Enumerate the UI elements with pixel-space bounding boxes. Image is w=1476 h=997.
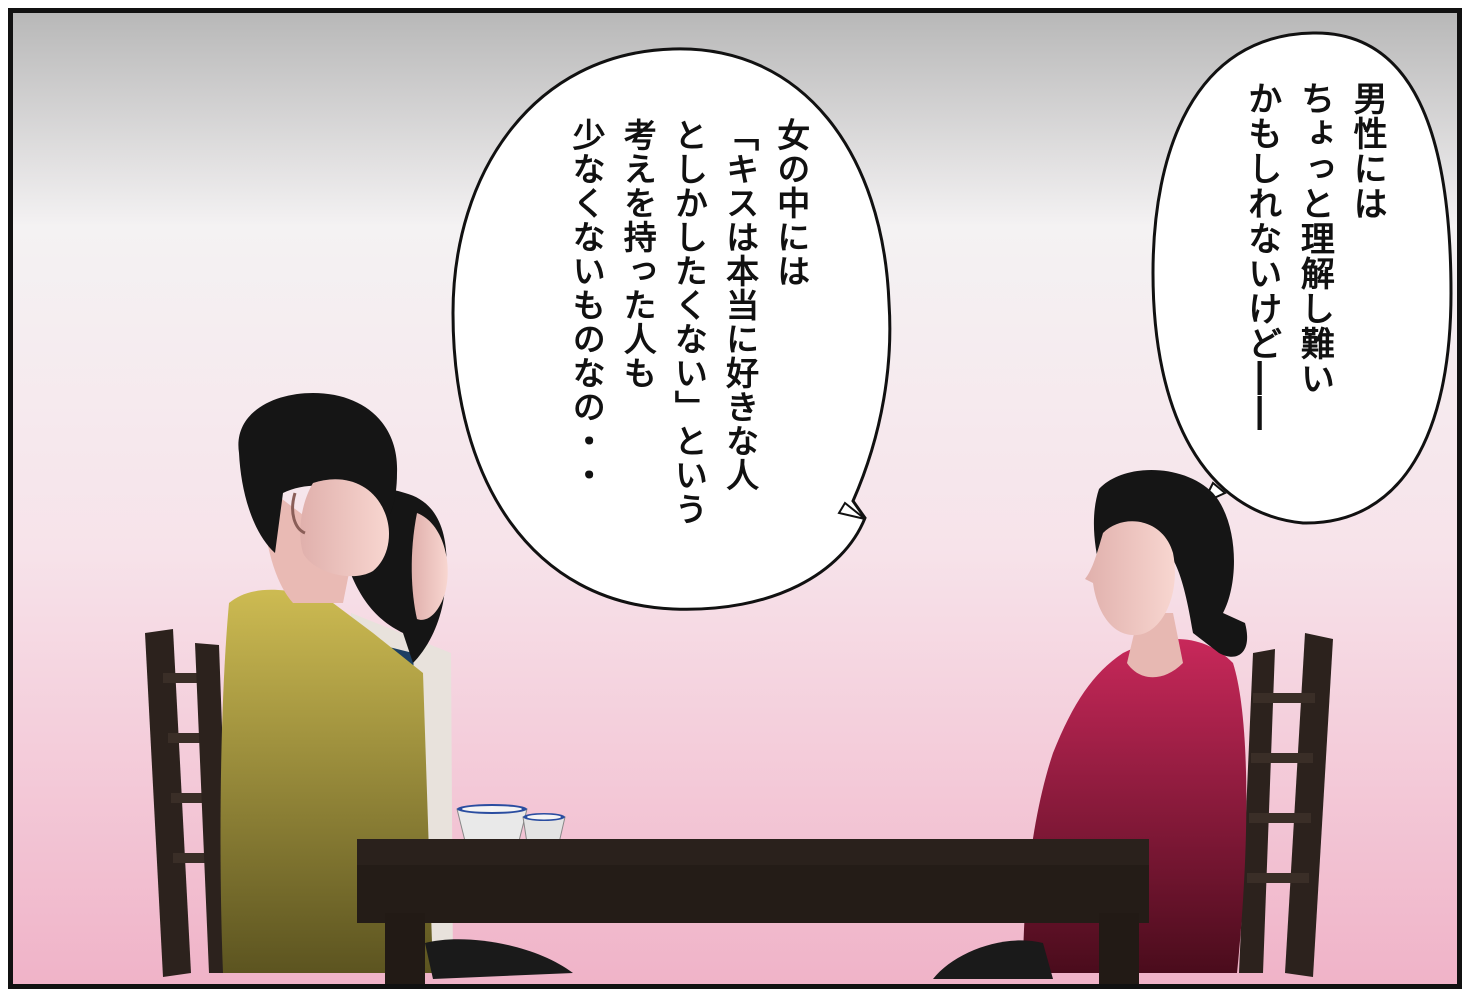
speech-line: 男性には — [1347, 81, 1388, 221]
speech-line: 女の中には — [771, 118, 811, 288]
speech-line: としかしたくない」という — [669, 118, 709, 526]
hands — [425, 939, 1053, 979]
scene-illustration — [13, 13, 1457, 984]
speech-line: 「キスは本当に好きな人 — [720, 118, 760, 492]
speech-line: ちょっと理解し難い — [1294, 81, 1335, 396]
chair-right — [1239, 633, 1333, 977]
speech-text-left: 女の中には 「キスは本当に好きな人 としかしたくない」という 考えを持った人も … — [561, 118, 817, 526]
teacups — [456, 804, 566, 844]
table — [357, 839, 1149, 984]
speech-line: 少なくないものなの・・ — [567, 118, 607, 492]
speech-line: かもしれないけど―― — [1241, 81, 1282, 431]
speech-text-right: 男性には ちょっと理解し難い かもしれないけど―― — [1235, 81, 1393, 431]
speech-line: 考えを持った人も — [618, 118, 658, 390]
speech-bubble-left — [451, 47, 892, 611]
manga-panel: 女の中には 「キスは本当に好きな人 としかしたくない」という 考えを持った人も … — [8, 8, 1462, 989]
